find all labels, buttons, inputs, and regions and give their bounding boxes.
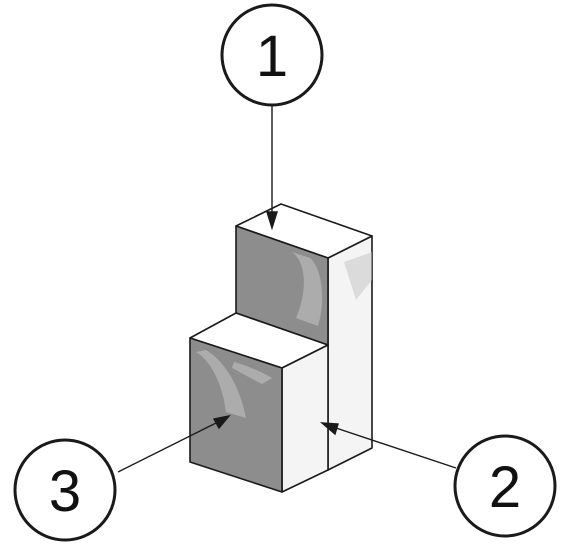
arrowhead-3 — [212, 414, 231, 430]
leader-lines — [117, 104, 457, 473]
stepped-block — [189, 203, 373, 493]
arrowhead-2 — [319, 422, 339, 436]
callout-1: 1 — [220, 3, 324, 107]
leader-line-2 — [329, 425, 457, 469]
arrowhead-1 — [266, 211, 278, 231]
callout-3: 3 — [13, 438, 117, 542]
leader-line-3 — [117, 419, 223, 473]
lower-block-right-face — [281, 344, 329, 493]
surface-highlights — [196, 252, 372, 418]
callout-2: 2 — [453, 434, 557, 538]
callout-circle-2 — [453, 434, 557, 538]
callout-circle-3 — [13, 438, 117, 542]
callout-circle-1 — [220, 3, 324, 107]
callout-number-2: 2 — [489, 455, 521, 520]
callout-number-3: 3 — [49, 459, 81, 524]
callout-number-1: 1 — [256, 24, 288, 89]
